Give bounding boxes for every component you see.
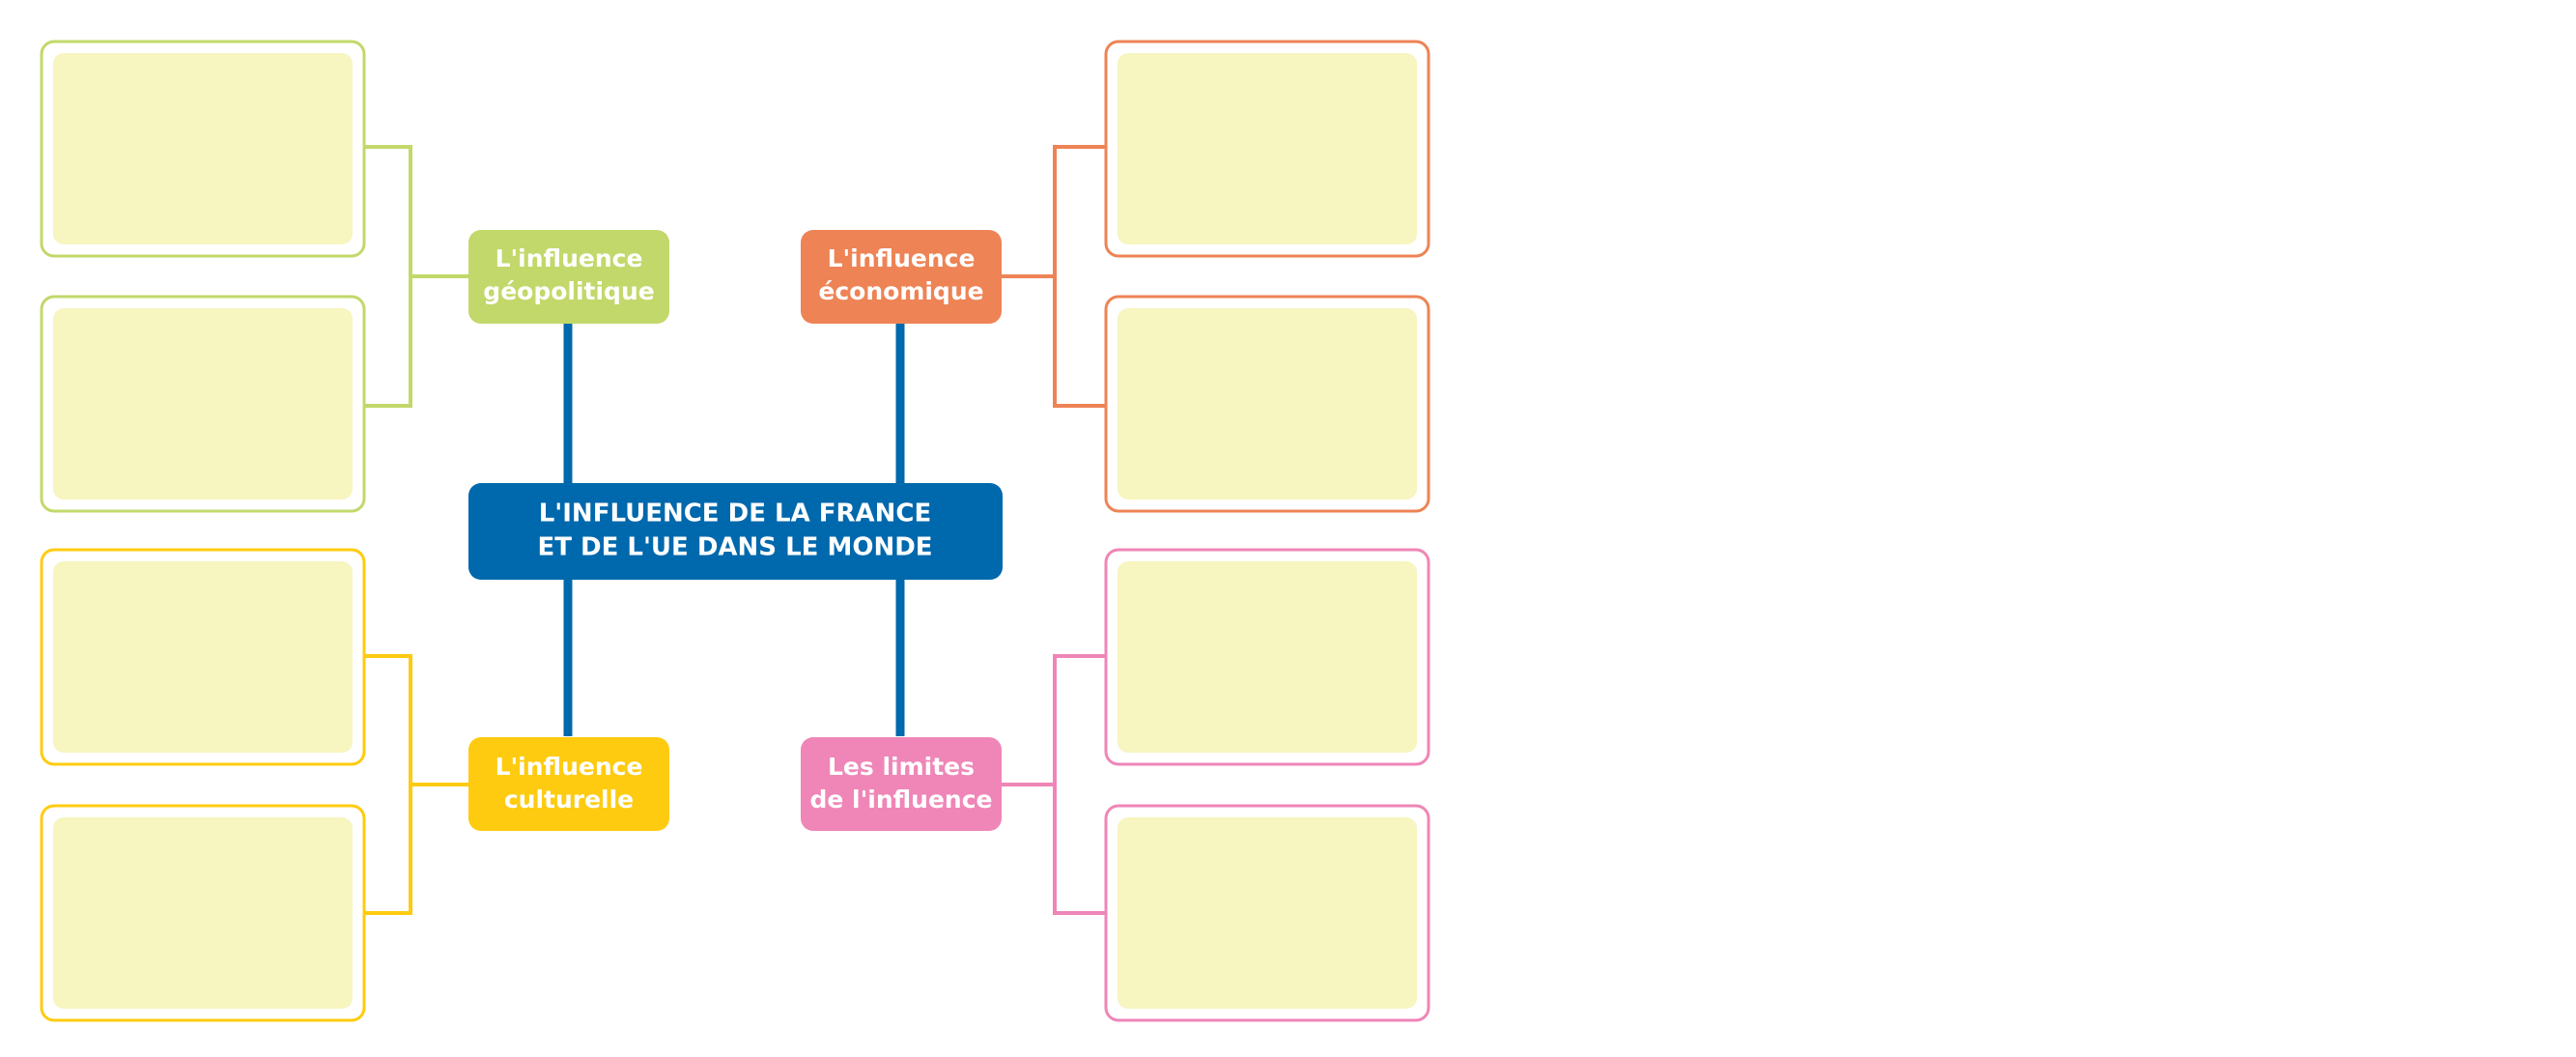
answer-box-culturelle-2[interactable] xyxy=(40,804,366,1022)
answer-box-economique-1[interactable] xyxy=(1104,40,1430,258)
answer-box-geopolitique-2[interactable] xyxy=(40,295,366,513)
bracket-economique xyxy=(1002,145,1106,408)
branch-culturelle-line2: culturelle xyxy=(504,786,634,814)
branch-node-economique: L'influence économique xyxy=(801,230,1002,324)
branch-economique-line1: L'influence xyxy=(828,244,976,272)
branch-limites: Les limites de l'influence xyxy=(801,548,1430,1022)
central-connectors xyxy=(563,322,905,736)
branch-limites-line2: de l'influence xyxy=(809,786,992,814)
branch-node-culturelle: L'influence culturelle xyxy=(468,737,669,831)
branch-geopolitique-line1: L'influence xyxy=(495,244,643,272)
answer-box-limites-1[interactable] xyxy=(1104,548,1430,766)
branch-limites-line1: Les limites xyxy=(828,753,975,781)
answer-box-economique-2[interactable] xyxy=(1104,295,1430,513)
branch-geopolitique: L'influence géopolitique xyxy=(40,40,669,513)
central-title-line2: ET DE L'UE DANS LE MONDE xyxy=(537,533,932,562)
central-title-line1: L'INFLUENCE DE LA FRANCE xyxy=(539,500,932,528)
branch-geopolitique-line2: géopolitique xyxy=(483,277,654,305)
answer-box-culturelle-1[interactable] xyxy=(40,548,366,766)
central-node: L'INFLUENCE DE LA FRANCE ET DE L'UE DANS… xyxy=(468,483,1003,580)
answer-box-geopolitique-1[interactable] xyxy=(40,40,366,258)
branch-economique: L'influence économique xyxy=(801,40,1430,513)
bracket-limites xyxy=(1002,654,1106,915)
bracket-geopolitique xyxy=(364,145,468,408)
branch-node-geopolitique: L'influence géopolitique xyxy=(468,230,669,324)
branch-node-limites: Les limites de l'influence xyxy=(801,737,1002,831)
answer-box-limites-2[interactable] xyxy=(1104,804,1430,1022)
branch-economique-line2: économique xyxy=(818,277,983,305)
branch-culturelle-line1: L'influence xyxy=(495,753,643,781)
bracket-culturelle xyxy=(364,654,468,915)
branch-culturelle: L'influence culturelle xyxy=(40,548,669,1022)
